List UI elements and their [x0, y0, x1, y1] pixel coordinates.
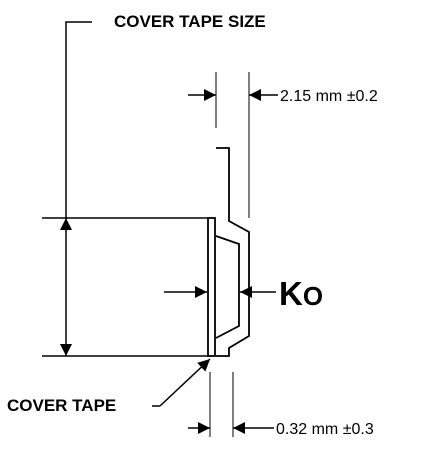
cover-tape-leader-diagonal — [159, 358, 211, 407]
cover-tape-strip — [207, 217, 216, 357]
ko-label-main: K — [279, 275, 303, 312]
ko-label-sub: O — [303, 281, 323, 311]
carrier-tape-inner — [215, 235, 240, 339]
cover-tape-label: COVER TAPE — [7, 396, 116, 415]
carrier-tape-outer — [216, 147, 250, 357]
ko-label: KO — [279, 275, 323, 312]
bottom-dimension-label: 0.32 mm ±0.3 — [276, 421, 374, 438]
cover-tape-size-leader — [65, 21, 92, 218]
top-dimension-label: 2.15 mm ±0.2 — [280, 88, 378, 105]
cover-tape-size-label: COVER TAPE SIZE — [114, 12, 266, 31]
